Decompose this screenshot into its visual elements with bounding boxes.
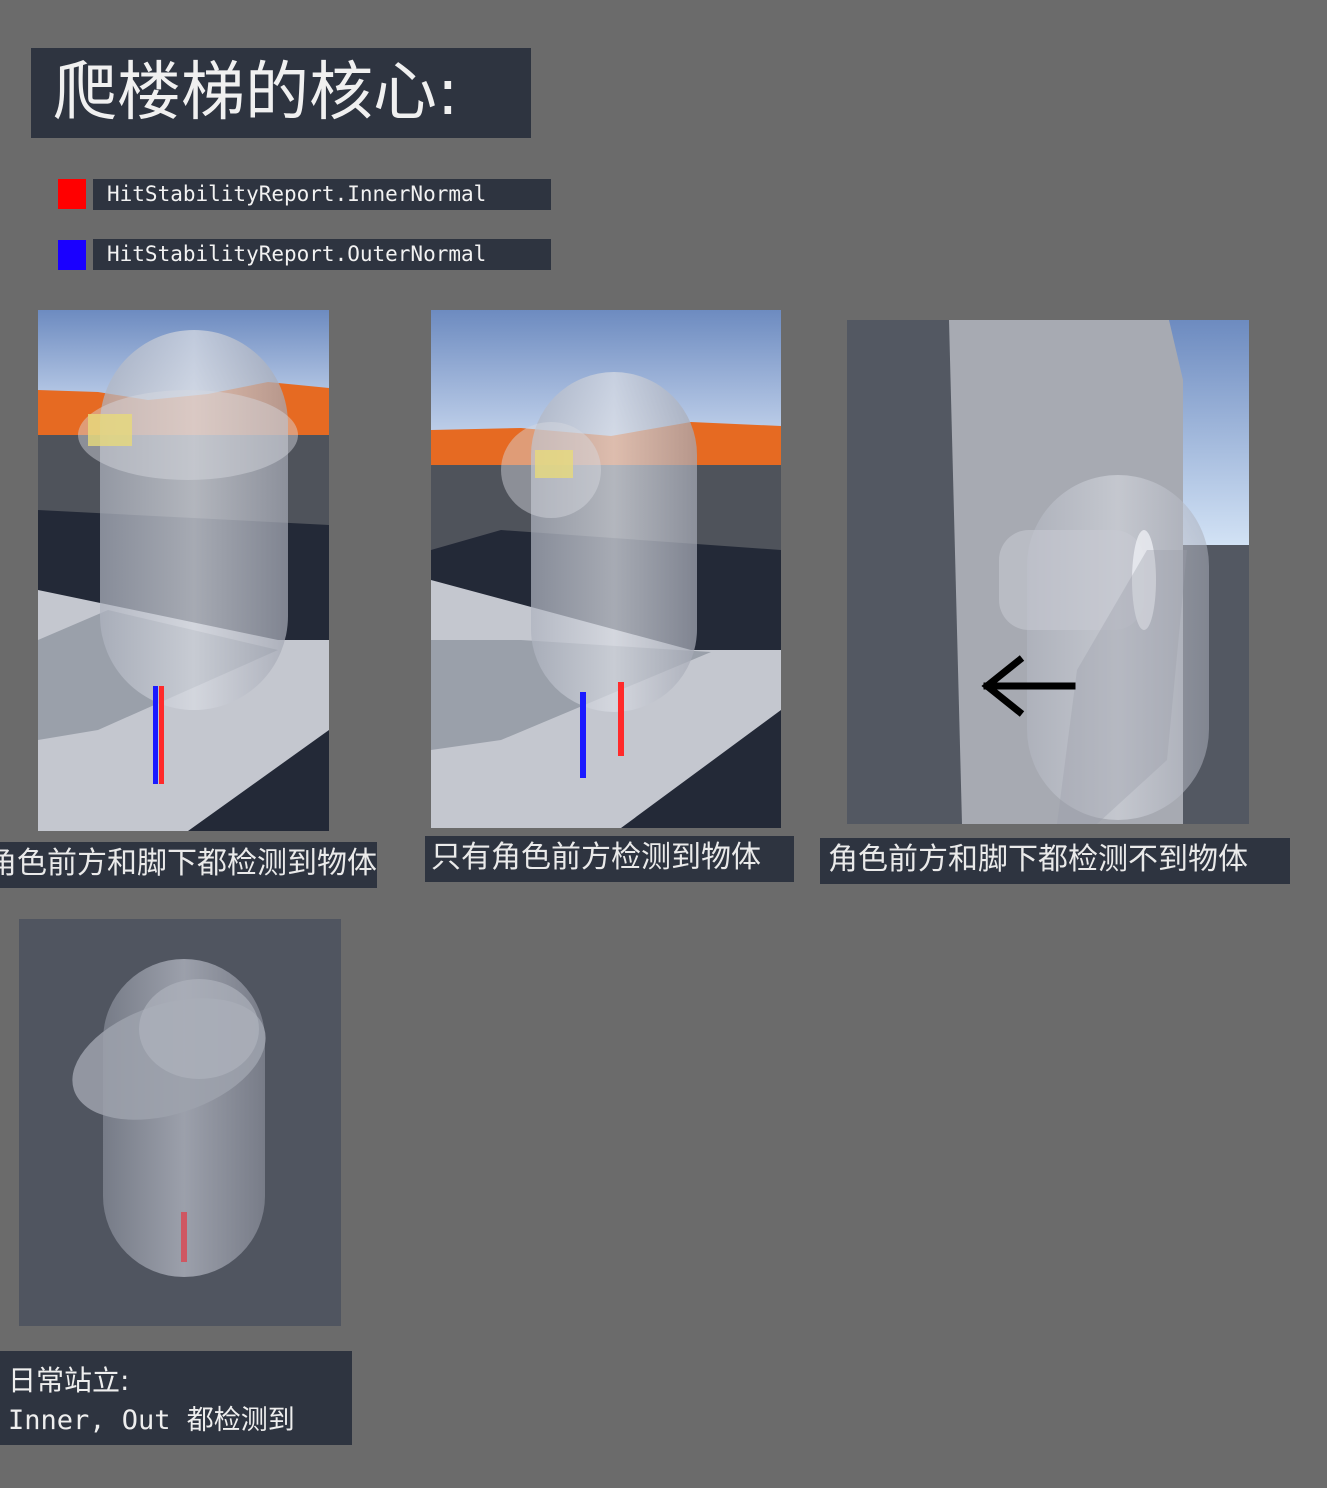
outer-normal-label: HitStabilityReport.OuterNormal: [93, 239, 551, 270]
panel-3-caption: 角色前方和脚下都检测不到物体: [820, 838, 1290, 884]
panel-1-caption: 角色前方和脚下都检测到物体: [0, 842, 377, 888]
panel-2-caption: 只有角色前方检测到物体: [425, 836, 794, 882]
scene-panel-3: [847, 320, 1249, 824]
scene-panel-1: [38, 310, 329, 831]
scene-panel-4: [19, 919, 341, 1326]
left-arrow-icon: [981, 655, 1076, 717]
panel-4-caption-line2: Inner, Out 都检测到: [8, 1405, 295, 1436]
page-title: 爬楼梯的核心:: [31, 48, 531, 138]
scene-panel-2: [431, 310, 781, 828]
panel-4-caption-line1: 日常站立:: [8, 1364, 130, 1397]
inner-normal-label: HitStabilityReport.InnerNormal: [93, 179, 551, 210]
outer-normal-swatch: [58, 240, 86, 270]
panel-4-caption: 日常站立: Inner, Out 都检测到: [0, 1351, 352, 1445]
inner-normal-swatch: [58, 179, 86, 209]
